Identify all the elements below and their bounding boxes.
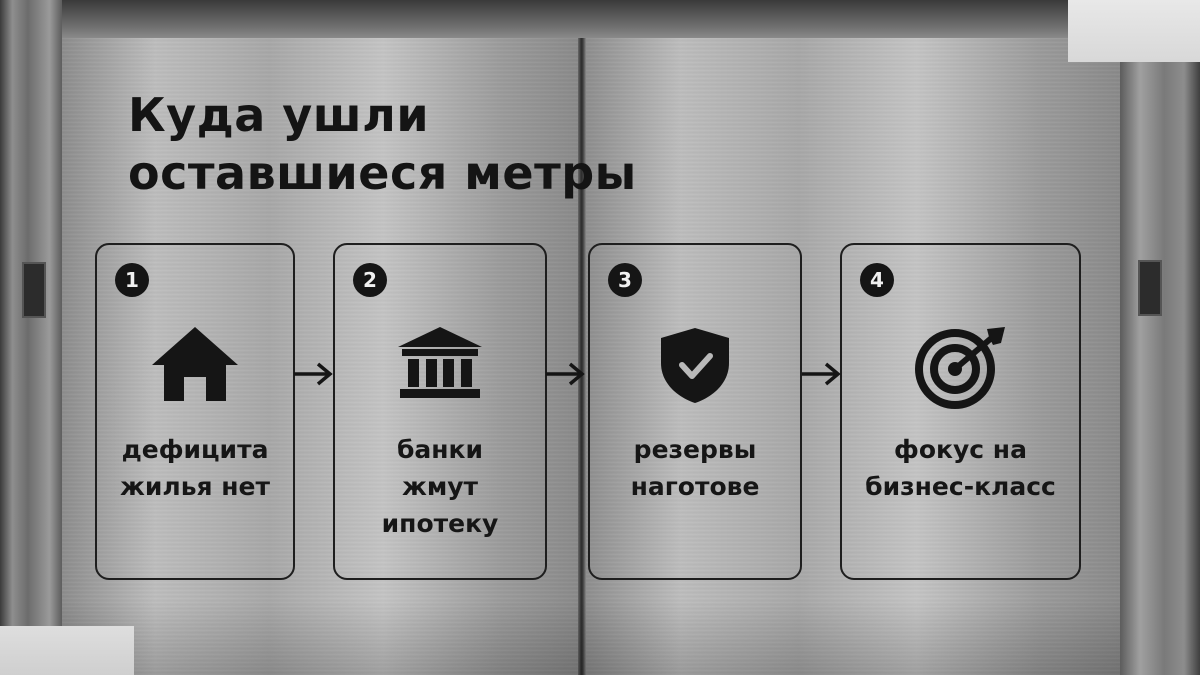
- step-label-line: жилья нет: [120, 472, 270, 501]
- step-label-line: банки: [396, 435, 484, 464]
- door-sensor-right: [1138, 260, 1162, 316]
- arrow-right-icon: [546, 362, 585, 386]
- step-card-2: 2 банки жмут ипотеку: [333, 243, 547, 580]
- door-seam: [578, 38, 586, 675]
- step-label: банки жмут ипотеку: [335, 431, 545, 542]
- step-label-line: бизнес-класс: [865, 472, 1056, 501]
- step-number-badge: 3: [608, 263, 642, 297]
- elevator-frame-top: [0, 0, 1200, 38]
- step-card-1: 1 дефицита жилья нет: [95, 243, 295, 580]
- elevator-frame-left: [0, 0, 62, 675]
- step-number-badge: 4: [860, 263, 894, 297]
- step-card-4: 4 фокус на бизнес-класс: [840, 243, 1081, 580]
- step-label-line: фокус на: [894, 435, 1027, 464]
- door-bottom-shade: [62, 600, 1120, 675]
- step-label-line: наготове: [630, 472, 760, 501]
- step-label: дефицита жилья нет: [97, 431, 293, 505]
- arrow-right-icon: [802, 362, 841, 386]
- step-label: фокус на бизнес-класс: [842, 431, 1079, 505]
- light-patch-bottom-left: [0, 626, 134, 675]
- step-number-badge: 1: [115, 263, 149, 297]
- step-card-3: 3 резервы наготове: [588, 243, 802, 580]
- house-icon: [150, 325, 240, 407]
- step-label-line: ипотеку: [381, 509, 499, 538]
- target-icon: [913, 325, 1009, 413]
- step-label: резервы наготове: [590, 431, 800, 505]
- elevator-door-left: [62, 38, 580, 675]
- step-label-line: резервы: [633, 435, 757, 464]
- title-line-2: оставшиеся метры: [128, 146, 637, 200]
- step-label-line: жмут: [401, 472, 479, 501]
- light-patch-top-right: [1068, 0, 1200, 62]
- door-sensor-left: [22, 262, 46, 318]
- arrow-right-icon: [294, 362, 333, 386]
- step-label-line: дефицита: [121, 435, 269, 464]
- page-title: Куда ушли оставшиеся метры: [128, 86, 637, 202]
- shield-check-icon: [655, 325, 735, 409]
- title-line-1: Куда ушли: [128, 88, 430, 142]
- bank-icon: [394, 325, 486, 405]
- elevator-frame-right: [1120, 0, 1200, 675]
- step-number-badge: 2: [353, 263, 387, 297]
